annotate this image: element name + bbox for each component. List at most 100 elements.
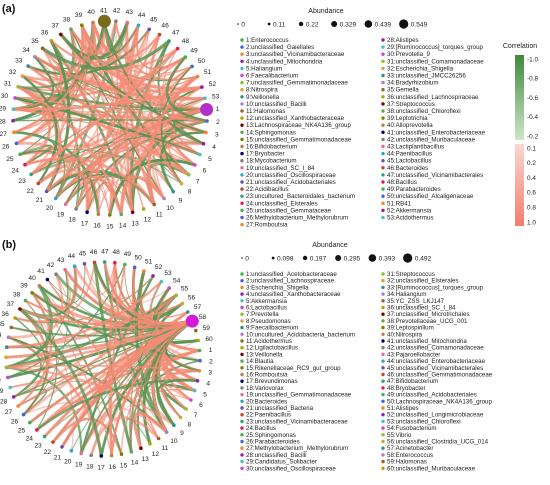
b-node-label: 21 — [54, 454, 62, 461]
a-edge — [12, 108, 201, 156]
a-taxa-item: 31:unclassified_Comamonadaceae — [387, 58, 484, 65]
a-node-28 — [11, 118, 15, 123]
a-node-label: 16 — [93, 223, 101, 230]
a-node-label: 37 — [52, 22, 60, 29]
b-taxa-item: 51:Alistipes — [387, 405, 419, 412]
a-node-45 — [147, 27, 151, 32]
b-node-label: 49 — [124, 251, 132, 258]
b-node-5 — [192, 388, 197, 393]
b-node-label: 43 — [57, 257, 65, 264]
b-node-18 — [89, 453, 93, 458]
a-node-43 — [125, 20, 130, 25]
b-taxa-item: 35:YC_ZSS_LKJ147 — [387, 298, 445, 305]
a-node-29 — [11, 107, 16, 111]
b-taxa-dot — [381, 366, 385, 370]
b-taxa-dot — [240, 426, 244, 430]
a-edge — [29, 47, 180, 176]
a-edge — [80, 21, 97, 56]
a-edge — [12, 24, 84, 134]
b-taxa-dot — [381, 285, 385, 290]
a-taxa-item: 53:Acidothermus — [387, 215, 433, 222]
b-taxa-dot — [381, 346, 385, 350]
b-node-25 — [28, 420, 32, 425]
b-taxa-dot — [381, 399, 385, 403]
b-taxa-item: 17:Brevundimonas — [246, 378, 298, 385]
b-node-label: 27 — [5, 409, 13, 416]
a-taxa-item: 32:Escherichia_Shigella — [387, 65, 454, 72]
a-node-label: 3 — [215, 132, 219, 139]
b-taxa-item: 23:unclassified_Vicinamibacteraceae — [246, 418, 348, 425]
a-taxa-dot — [240, 208, 244, 213]
b-node-11 — [156, 436, 161, 441]
b-node-label: 18 — [86, 464, 94, 471]
b-size-dot — [335, 255, 342, 261]
a-node-label: 44 — [138, 12, 146, 19]
b-taxa-item: 42:unclassified_Comamonadaceae — [387, 345, 484, 352]
b-node-10 — [164, 430, 169, 435]
a-edge — [17, 85, 123, 216]
a-size-dot — [267, 22, 271, 26]
b-node-36 — [13, 316, 17, 320]
b-size-label: 0.197 — [310, 256, 327, 263]
a-taxa-item: 21:unclassified_Acidobacteriales — [246, 179, 336, 186]
b-taxa-dot — [240, 319, 244, 323]
b-taxa-dot — [381, 312, 385, 316]
a-node-36 — [49, 39, 54, 43]
b-node-19 — [79, 451, 83, 456]
b-taxa-item: 43:Pajaroellobacter — [387, 351, 440, 358]
b-taxa-dot — [240, 272, 244, 276]
a-taxa-dot — [240, 201, 244, 205]
b-node-label: 38 — [13, 291, 21, 298]
a-node-label: 50 — [198, 58, 206, 65]
colorbar-tick: 0.6 — [527, 190, 536, 197]
b-node-3 — [197, 369, 202, 373]
b-node-37 — [18, 307, 22, 311]
b-taxa-dot — [381, 413, 385, 417]
b-edge — [165, 320, 200, 372]
a-taxa-dot — [240, 66, 244, 71]
b-node-1 — [197, 348, 202, 353]
b-taxa-dot — [240, 325, 244, 330]
b-edge — [103, 261, 201, 372]
a-node-label: 6 — [203, 168, 207, 175]
a-taxa-item: 10:unclassified_Bacilli — [246, 101, 307, 108]
b-taxa-item: 8:Pseudomonas — [246, 318, 291, 325]
a-taxa-item: 41:unclassified_Enterobacteriaceae — [387, 129, 486, 136]
a-node-label: 42 — [113, 8, 121, 15]
colorbar-tick: -0.8 — [527, 76, 538, 83]
b-taxa-dot — [240, 332, 244, 336]
a-taxa-item: 30:Prevotella_9 — [387, 51, 431, 58]
a-node-label: 51 — [204, 69, 212, 76]
a-node-26 — [14, 141, 19, 146]
a-node-2 — [205, 119, 209, 123]
b-taxa-dot — [381, 439, 385, 444]
b-node-20 — [69, 448, 74, 453]
b-node-7 — [184, 407, 188, 411]
a-taxa-item: 9:Veillonella — [246, 94, 280, 101]
b-node-46 — [92, 260, 97, 265]
b-taxa-dot — [240, 413, 244, 417]
b-edge — [31, 292, 113, 457]
b-node-12 — [148, 442, 152, 446]
a-edge — [97, 178, 155, 215]
a-taxa-dot — [240, 80, 244, 85]
b-node-28 — [11, 395, 16, 399]
b-taxa-dot — [381, 453, 385, 457]
a-taxa-item: 42:unclassified_Muribaculaceae — [387, 136, 476, 143]
b-edge — [5, 366, 83, 455]
a-node-label: 14 — [119, 223, 127, 230]
b-node-17 — [99, 454, 104, 458]
b-size-dot — [271, 256, 275, 260]
b-taxa-dot — [381, 386, 385, 390]
a-node-label: 21 — [36, 197, 44, 204]
b-taxa-item: 29:Candidatus_Solibacter — [246, 459, 317, 466]
b-taxa-item: 53:unclassified_Chloroflexi — [387, 418, 461, 425]
a-taxa-item: 8:Nitrospira — [246, 87, 278, 94]
b-node-label: 5 — [203, 392, 207, 399]
a-node-label: 15 — [106, 223, 114, 230]
a-node-label: 28 — [0, 118, 6, 125]
a-taxa-dot — [240, 194, 244, 198]
b-edge — [110, 263, 126, 457]
b-edge — [83, 262, 116, 295]
